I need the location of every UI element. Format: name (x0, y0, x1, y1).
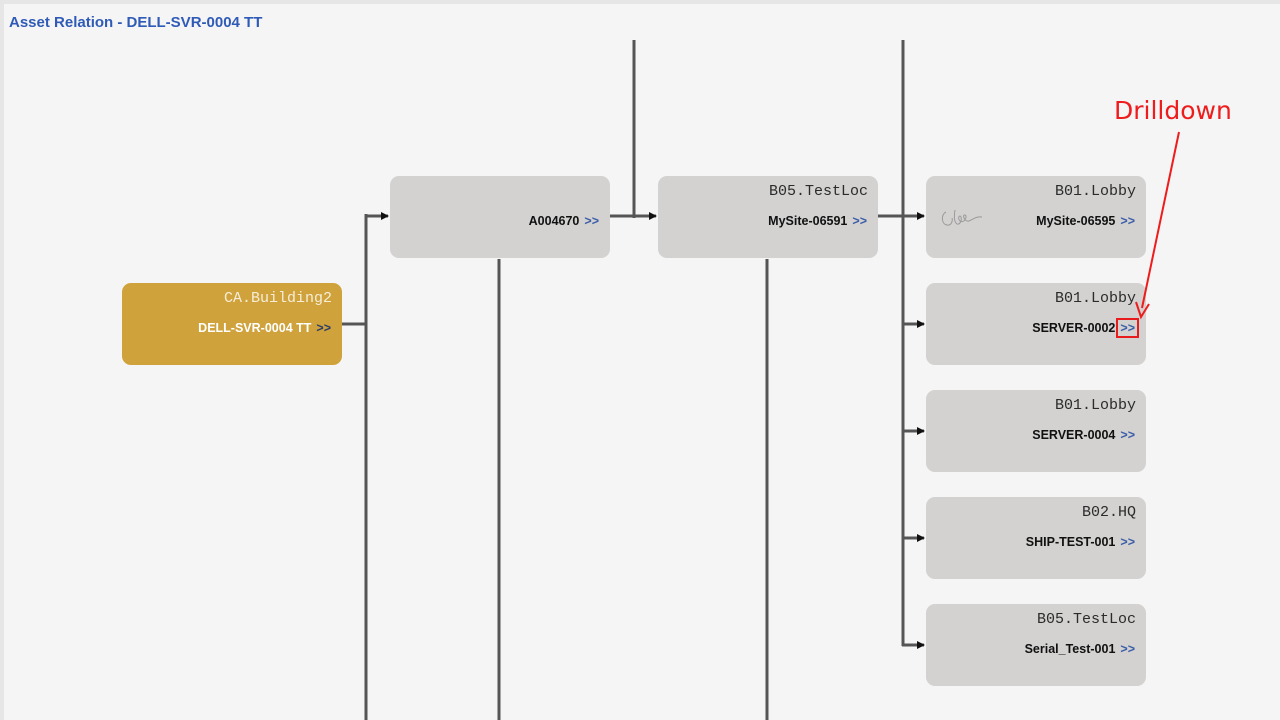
node-asset-name: A004670 (528, 214, 580, 228)
node-location: B01.Lobby (1054, 183, 1136, 200)
node-location: CA.Building2 (223, 290, 332, 307)
node-site-asset[interactable]: B05.TestLoc MySite-06591 >> (658, 176, 878, 258)
node-location: B01.Lobby (1054, 290, 1136, 307)
node-asset-name: SHIP-TEST-001 (1025, 535, 1116, 549)
drilldown-link[interactable]: >> (1120, 535, 1135, 549)
node-asset-name: MySite-06595 (1036, 214, 1116, 228)
node-location: B01.Lobby (1054, 397, 1136, 414)
connector-lines (342, 40, 925, 720)
node-child-asset[interactable]: B02.HQ SHIP-TEST-001 >> (926, 497, 1146, 579)
node-child-asset[interactable]: B01.Lobby SERVER-0002 >> (926, 283, 1146, 365)
signature-icon (941, 209, 983, 226)
page-title: Asset Relation - DELL-SVR-0004 TT (9, 14, 263, 31)
drilldown-link[interactable]: >> (316, 321, 331, 335)
node-asset-name: SERVER-0002 (1032, 321, 1116, 335)
node-child-asset[interactable]: B01.Lobby SERVER-0004 >> (926, 390, 1146, 472)
node-location: B05.TestLoc (768, 183, 868, 200)
drilldown-link[interactable]: >> (1120, 642, 1135, 656)
node-asset-name: Serial_Test-001 (1024, 642, 1116, 656)
node-root-asset[interactable]: CA.Building2 DELL-SVR-0004 TT >> (122, 283, 342, 365)
node-asset-name: SERVER-0004 (1032, 428, 1116, 442)
node-parent-asset[interactable]: A004670 >> (390, 176, 610, 258)
node-asset-name: MySite-06591 (768, 214, 848, 228)
relation-canvas: Asset Relation - DELL-SVR-0004 TT (4, 4, 1280, 720)
drilldown-link-highlighted[interactable]: >> (1116, 318, 1139, 338)
drilldown-link[interactable]: >> (584, 214, 599, 228)
drilldown-link[interactable]: >> (1120, 214, 1135, 228)
drilldown-link[interactable]: >> (1120, 428, 1135, 442)
node-asset-name: DELL-SVR-0004 TT (198, 321, 312, 335)
node-location: B05.TestLoc (1036, 611, 1136, 628)
node-location: B02.HQ (1081, 504, 1136, 521)
node-child-asset[interactable]: B01.Lobby MySite-06595 >> (926, 176, 1146, 258)
drilldown-annotation-label: Drilldown (1114, 96, 1232, 125)
node-child-asset[interactable]: B05.TestLoc Serial_Test-001 >> (926, 604, 1146, 686)
drilldown-link[interactable]: >> (852, 214, 867, 228)
